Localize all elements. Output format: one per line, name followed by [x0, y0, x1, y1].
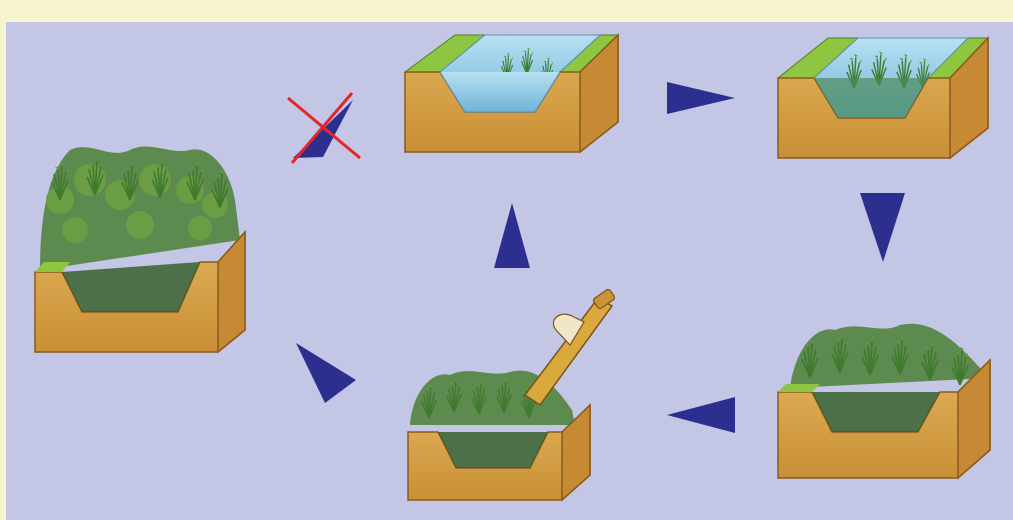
arrow-mature-to-excavation — [667, 397, 735, 433]
arrow-overgrown-to-cleared — [288, 93, 360, 163]
excavation-ditch-icon — [408, 288, 616, 500]
overgrown-ditch-icon — [35, 146, 245, 352]
regrowth-ditch-icon — [778, 38, 988, 158]
excavator-arm-icon — [525, 288, 616, 405]
vegetated-ditch-icon — [778, 324, 990, 478]
arrow-regrowth-to-mature — [860, 193, 905, 262]
arrow-cleared-to-regrowth — [667, 82, 735, 114]
cleared-ditch-icon — [405, 35, 618, 152]
arrow-excavation-to-overgrown — [296, 343, 356, 403]
arrow-excavation-to-cleared — [494, 203, 530, 268]
